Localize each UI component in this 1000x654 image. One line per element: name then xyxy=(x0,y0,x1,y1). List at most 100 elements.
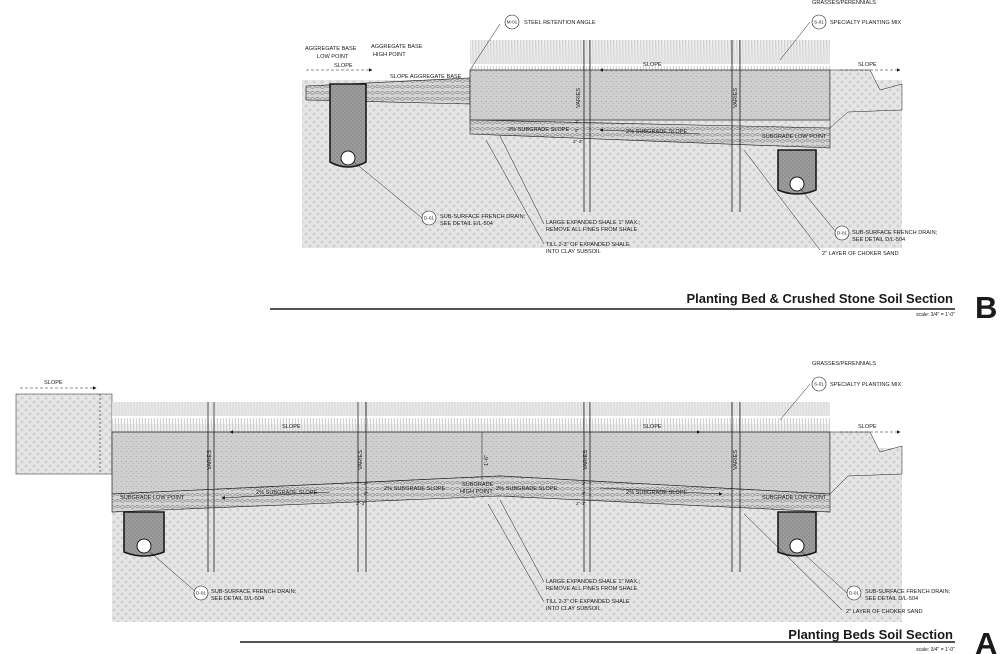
label-subgrade-slope-b-2: 2% SUBGRADE SLOPE xyxy=(626,129,688,135)
drain-pipe-left-a xyxy=(136,538,152,554)
label-slope-b-2: SLOPE xyxy=(643,62,662,68)
leader-drain-left-a xyxy=(149,551,197,593)
label-slope-b-3: SLOPE xyxy=(858,62,877,68)
label-dim-23-b: 2"-3" xyxy=(573,139,583,144)
label-varies-a-3: VARIES xyxy=(583,450,589,470)
background-clear-b xyxy=(302,248,902,270)
leader-till-a xyxy=(487,503,545,603)
drain-pipe-right-b xyxy=(789,176,805,192)
label-dim-6in-a-1: 6" xyxy=(364,491,369,496)
label-agg-high-1: AGGREGATE BASE xyxy=(371,44,423,50)
tag-s01-a: S-01 xyxy=(814,382,824,387)
section-a-scale: scale: 3/4" = 1'-0" xyxy=(916,647,955,653)
section-a-drawing: GRASSES/PERENNIALS S-01 SPECIALTY PLANTI… xyxy=(15,361,951,622)
french-drain-right-b xyxy=(777,149,817,195)
label-shale-a-2: REMOVE ALL FINES FROM SHALE xyxy=(546,586,637,592)
label-slope-agg: SLOPE AGGREGATE BASE xyxy=(390,74,462,80)
subgrade-arrow-a-2 xyxy=(599,487,723,496)
tag-d01-right-a: D-01 xyxy=(849,591,859,596)
label-drain-right-b-1: SUB-SURFACE FRENCH DRAIN; xyxy=(852,230,938,236)
leader-choker-a xyxy=(743,513,843,611)
tag-m01-bubble xyxy=(504,14,520,30)
tag-d01-left-a: D-01 xyxy=(196,591,206,596)
leader-shale-b xyxy=(499,135,545,225)
label-subgrade-high-a-1: SUBGRADE xyxy=(462,482,494,488)
label-s01-b: SPECIALTY PLANTING MIX xyxy=(830,20,902,26)
label-agg-low-1: AGGREGATE BASE xyxy=(305,46,357,52)
tag-s01-b: S-01 xyxy=(814,20,824,25)
label-dim-2in-a-2: 2" xyxy=(582,481,587,486)
label-m01: STEEL RETENTION ANGLE xyxy=(524,20,596,26)
french-drain-right-a xyxy=(777,511,817,557)
label-subgrade-slope-a-4: 2% SUBGRADE SLOPE xyxy=(626,490,688,496)
drain-pipe-right-a xyxy=(789,538,805,554)
label-choker-a: 2" LAYER OF CHOKER SAND xyxy=(846,609,922,615)
label-slope-a-3: SLOPE xyxy=(643,424,662,430)
label-agg-high-2: HIGH POINT xyxy=(373,52,406,58)
label-grasses-a: GRASSES/PERENNIALS xyxy=(812,361,876,367)
label-slope-a-1: SLOPE xyxy=(44,380,63,386)
leader-till-b xyxy=(485,139,545,245)
label-subgrade-low-a-1: SUBGRADE LOW POINT xyxy=(120,495,185,501)
label-dim-6in-b: 6" xyxy=(575,128,580,133)
label-shale-a-1: LARGE EXPANDED SHALE 1" MAX.; xyxy=(546,579,641,585)
label-subgrade-low-b: SUBGRADE LOW POINT xyxy=(762,134,827,140)
french-drain-left-b xyxy=(329,83,367,168)
section-a-letter: A xyxy=(975,626,997,654)
right-edge-a xyxy=(829,431,903,495)
tag-d01-right-b: D-01 xyxy=(837,231,847,236)
tag-s01-bubble-a xyxy=(811,376,827,392)
right-edge-b xyxy=(829,69,903,129)
drain-pipe-left-b xyxy=(340,150,356,166)
shale-layer-a xyxy=(111,475,831,513)
label-drain-left-a-1: SUB-SURFACE FRENCH DRAIN; xyxy=(211,589,297,595)
label-till-a-2: INTO CLAY SUBSOIL xyxy=(546,606,601,612)
title-block-b: Planting Bed & Crushed Stone Soil Sectio… xyxy=(270,290,997,325)
label-till-b-2: INTO CLAY SUBSOIL xyxy=(546,249,601,255)
label-drain-right-a-1: SUB-SURFACE FRENCH DRAIN; xyxy=(865,589,951,595)
label-slope-a-4: SLOPE xyxy=(858,424,877,430)
leader-drain-right-a xyxy=(801,551,849,595)
label-choker-b: 2" LAYER OF CHOKER SAND xyxy=(822,251,898,257)
label-varies-a-4: VARIES xyxy=(733,450,739,470)
label-drain-right-b-2: SEE DETAIL D/L-504 xyxy=(852,237,905,243)
grass-b xyxy=(470,40,830,70)
label-varies-a-2: VARIES xyxy=(358,450,364,470)
label-varies-b-2: VARIES xyxy=(733,88,739,108)
left-slope-block-a xyxy=(15,393,113,475)
label-slope-b-1: SLOPE xyxy=(334,63,353,69)
label-shale-b-2: REMOVE ALL FINES FROM SHALE xyxy=(546,227,637,233)
label-drain-left-b-1: SUB-SURFACE FRENCH DRAIN; xyxy=(440,214,526,220)
section-b-letter: B xyxy=(975,290,997,325)
planting-mix-b xyxy=(469,69,831,121)
label-subgrade-slope-a-3: 2% SUBGRADE SLOPE xyxy=(496,486,558,492)
label-subgrade-slope-a-1: 2% SUBGRADE SLOPE xyxy=(256,490,318,496)
label-shale-b-1: LARGE EXPANDED SHALE 1" MAX.; xyxy=(546,220,641,226)
tag-d01-left-bubble-b xyxy=(421,210,437,226)
leader-drain-right-b xyxy=(799,187,837,233)
grass-a xyxy=(112,402,830,432)
label-varies-a-1: VARIES xyxy=(207,450,213,470)
label-drain-right-a-2: SEE DETAIL D/L-504 xyxy=(865,596,918,602)
label-dim-6in-a-2: 6" xyxy=(582,491,587,496)
label-slope-a-2: SLOPE xyxy=(282,424,301,430)
subgrade-arrow-a-1 xyxy=(221,491,331,500)
label-s01-a: SPECIALTY PLANTING MIX xyxy=(830,382,902,388)
leader-drain-left-b xyxy=(353,161,423,219)
tag-d01-right-bubble-a xyxy=(846,585,862,601)
label-dim-1-6: 1'-6" xyxy=(484,455,490,466)
section-b-drawing: M-01 STEEL RETENTION ANGLE GRASSES/PEREN… xyxy=(302,0,938,270)
label-dim-2in-a-1: 2" xyxy=(364,481,369,486)
tag-d01-left-bubble-a xyxy=(193,585,209,601)
section-b-title: Planting Bed & Crushed Stone Soil Sectio… xyxy=(686,291,953,306)
label-agg-low-2: LOW POINT xyxy=(317,54,349,60)
label-subgrade-low-a-2: SUBGRADE LOW POINT xyxy=(762,495,827,501)
subgrade-arrow-b xyxy=(599,128,701,135)
tag-m01: M-01 xyxy=(507,20,518,25)
label-dim-2in-b: 2" xyxy=(575,119,580,124)
leader-s01-b xyxy=(779,21,811,61)
section-a-title: Planting Beds Soil Section xyxy=(788,627,953,642)
label-subgrade-slope-b-1: 2% SUBGRADE SLOPE xyxy=(508,127,570,133)
label-till-b-1: TILL 2-3" OF EXPANDED SHALE xyxy=(546,242,630,248)
